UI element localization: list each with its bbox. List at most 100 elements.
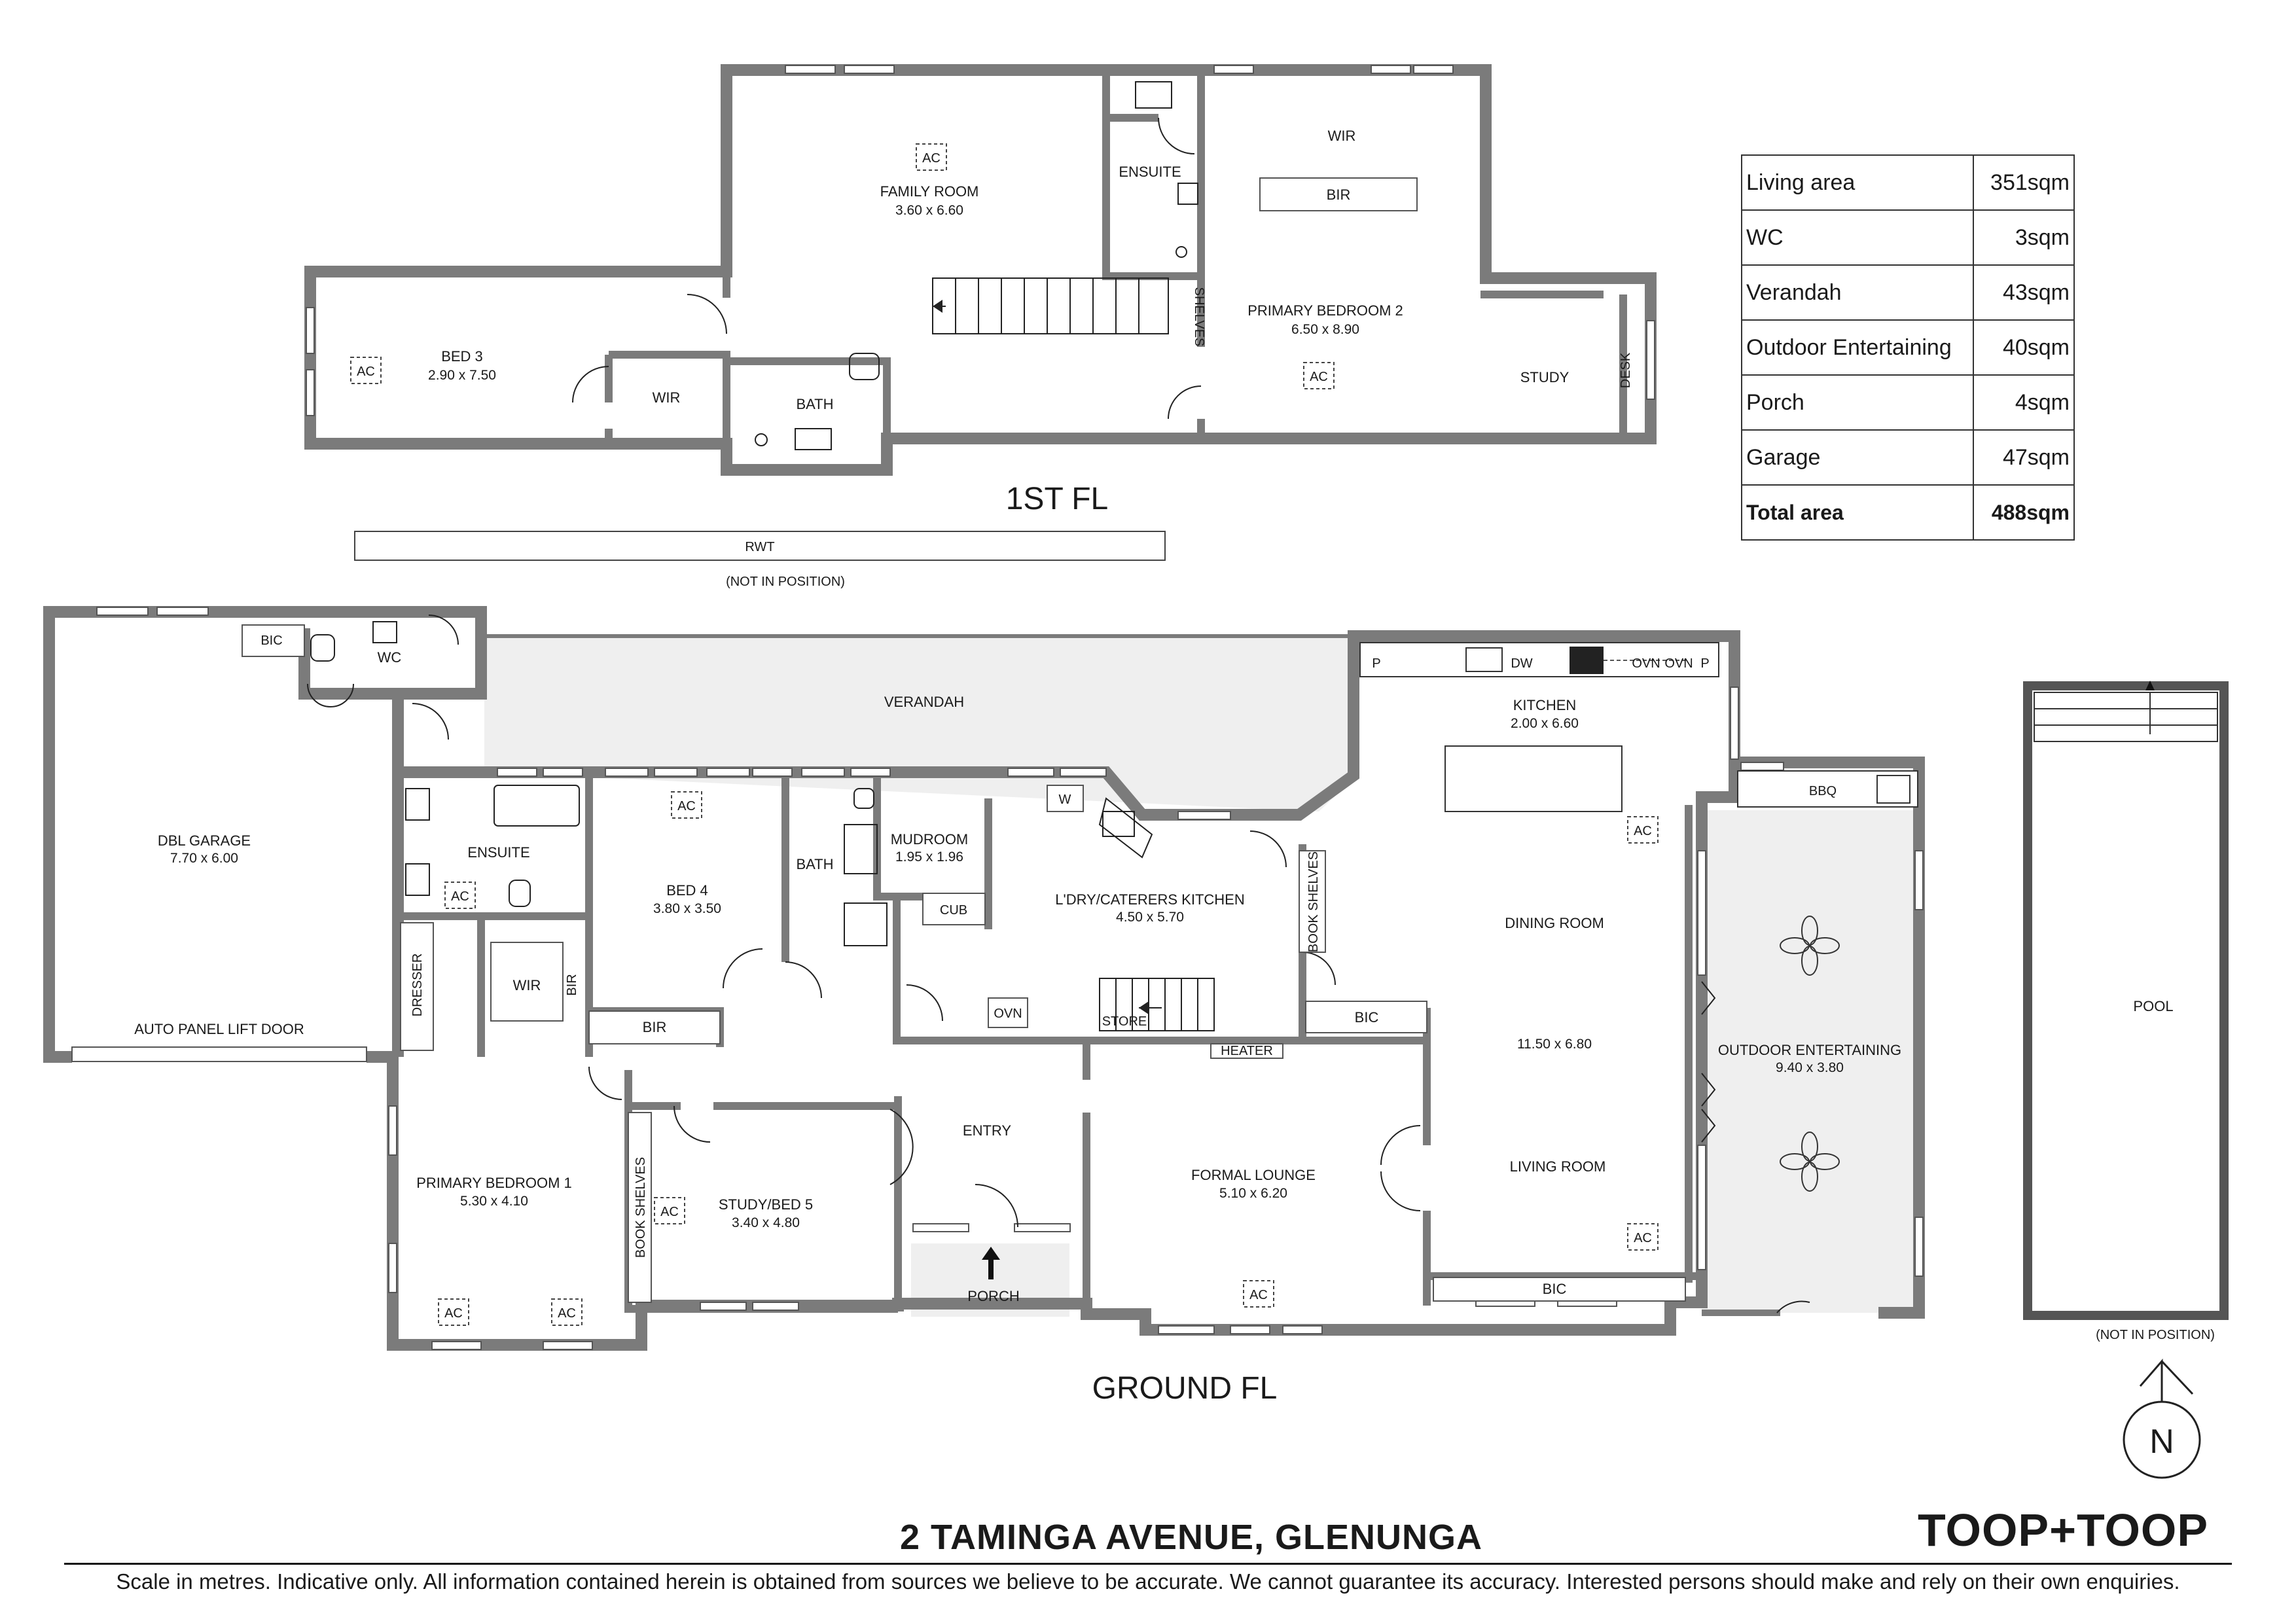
cub-label: CUB — [940, 903, 967, 918]
room-primary-bedroom-2: PRIMARY BEDROOM 2 6.50 x 8.90 — [1247, 302, 1403, 337]
pool-not-in-position: (NOT IN POSITION) — [2096, 1328, 2215, 1342]
bbq-label: BBQ — [1809, 784, 1837, 798]
wir-block — [490, 942, 564, 1022]
svg-text:AC: AC — [677, 799, 696, 813]
room-bath: BATH — [796, 396, 833, 412]
room-study-bed-5: STUDY/BED 5 3.40 x 4.80 — [719, 1196, 813, 1230]
svg-text:KITCHEN: KITCHEN — [1513, 697, 1577, 713]
room-verandah: VERANDAH — [884, 694, 964, 710]
room-entry: ENTRY — [963, 1122, 1011, 1139]
bir-wardrobe — [1259, 177, 1418, 211]
verandah-area — [484, 636, 1354, 812]
svg-text:3.40 x 4.80: 3.40 x 4.80 — [732, 1215, 800, 1230]
ovn-box — [988, 997, 1028, 1028]
garage-bic-label: BIC — [260, 633, 282, 648]
room-ensuite: ENSUITE — [1119, 164, 1181, 180]
window — [1371, 65, 1411, 74]
room-ldry-caterers-kitchen: L'DRY/CATERERS KITCHEN 4.50 x 5.70 — [1055, 891, 1244, 925]
dresser-label: DRESSER — [410, 954, 425, 1017]
svg-text:AC: AC — [660, 1205, 679, 1219]
area-value: 40sqm — [1973, 319, 2075, 376]
room-dbl-garage: DBL GARAGE 7.70 x 6.00 — [158, 832, 251, 866]
living-bic-label: BIC — [1543, 1281, 1567, 1297]
svg-text:DBL GARAGE: DBL GARAGE — [158, 832, 251, 849]
room-wir: WIR — [1328, 128, 1356, 144]
svg-text:AC: AC — [1634, 824, 1652, 838]
window — [1646, 320, 1655, 400]
room-ensuite-ground: ENSUITE — [467, 844, 529, 861]
ground-floor-windows — [96, 607, 1924, 1350]
svg-text:AC: AC — [558, 1306, 576, 1321]
svg-text:AC: AC — [1310, 370, 1328, 384]
garage-door — [71, 1046, 367, 1062]
cooktop-icon — [1570, 647, 1604, 674]
svg-text:BED 4: BED 4 — [666, 882, 708, 899]
room-wir-ground: WIR — [513, 977, 541, 993]
book-shelves-study — [628, 1112, 652, 1303]
ground-floor-fixtures — [310, 621, 1153, 946]
room-bed-4: BED 4 3.80 x 3.50 — [653, 882, 721, 916]
lounge-bic-label: BIC — [1355, 1009, 1379, 1026]
area-value: 43sqm — [1973, 264, 2075, 321]
svg-text:9.40 x 3.80: 9.40 x 3.80 — [1776, 1060, 1844, 1075]
first-floor-label: 1ST FL — [1006, 482, 1109, 516]
bed4-bir — [588, 1010, 721, 1044]
ac-unit: AC — [1627, 816, 1659, 844]
ac-unit: AC — [654, 1197, 685, 1224]
room-dining: DINING ROOM — [1505, 915, 1604, 931]
svg-text:AC: AC — [1249, 1288, 1268, 1302]
ac-unit: AC — [1303, 362, 1335, 389]
svg-text:AC: AC — [451, 889, 469, 904]
svg-text:FORMAL LOUNGE: FORMAL LOUNGE — [1191, 1167, 1316, 1183]
study-book-shelves-label: BOOK SHELVES — [634, 1157, 648, 1258]
area-label: Verandah — [1741, 264, 1974, 321]
room-living: LIVING ROOM — [1510, 1158, 1606, 1175]
first-floor-fixtures — [755, 81, 1198, 450]
window — [306, 307, 315, 354]
store-label: STORE — [1102, 1014, 1147, 1029]
outdoor-sink-icon — [1876, 775, 1910, 804]
window — [785, 65, 836, 74]
w-box — [1047, 785, 1084, 812]
area-label: Outdoor Entertaining — [1741, 319, 1974, 376]
ground-floor-doors — [307, 615, 1810, 1313]
area-label: Living area — [1741, 154, 1974, 211]
room-bed-3: BED 3 2.90 x 7.50 — [428, 348, 496, 383]
window — [844, 65, 895, 74]
outdoor-wall — [1734, 757, 1925, 1319]
window — [1413, 65, 1454, 74]
ac-unit: AC — [350, 357, 382, 384]
shelves-label: SHELVES — [1192, 287, 1206, 347]
ovn-kitchen-label: OVN — [1632, 656, 1660, 671]
ovn-label: OVN — [994, 1007, 1022, 1021]
rwt-label: RWT — [745, 540, 774, 554]
ac-unit: AC — [671, 791, 702, 819]
outdoor-entertaining-area — [1702, 810, 1919, 1313]
ac-unit: AC — [1243, 1280, 1274, 1308]
ground-floor-interior-walls — [398, 776, 1702, 1313]
auto-door-label: AUTO PANEL LIFT DOOR — [134, 1021, 304, 1037]
room-primary-bedroom-1: PRIMARY BEDROOM 1 5.30 x 4.10 — [416, 1175, 572, 1209]
room-mudroom: MUDROOM 1.95 x 1.96 — [891, 831, 969, 865]
svg-text:MUDROOM: MUDROOM — [891, 831, 969, 847]
first-floor-doors — [572, 117, 1202, 419]
svg-text:7.70 x 6.00: 7.70 x 6.00 — [170, 851, 238, 866]
book-shelves-kitchen — [1299, 850, 1326, 953]
svg-text:PRIMARY BEDROOM 2: PRIMARY BEDROOM 2 — [1247, 302, 1403, 319]
lounge-bic — [1305, 1001, 1427, 1033]
desk-label: DESK — [1619, 352, 1633, 388]
svg-text:BED 3: BED 3 — [441, 348, 483, 365]
sink-icon — [1465, 647, 1503, 672]
svg-text:AC: AC — [444, 1306, 463, 1321]
room-wir: WIR — [653, 389, 681, 406]
svg-text:3.80 x 3.50: 3.80 x 3.50 — [653, 901, 721, 916]
disclaimer-text: Scale in metres. Indicative only. All in… — [116, 1569, 2180, 1594]
area-value: 47sqm — [1973, 429, 2075, 486]
rwt-not-in-position: (NOT IN POSITION) — [726, 575, 845, 589]
ac-unit: AC — [1627, 1223, 1659, 1251]
footer-divider — [64, 1563, 2232, 1565]
property-address: 2 TAMINGA AVENUE, GLENUNGA — [899, 1518, 1483, 1557]
